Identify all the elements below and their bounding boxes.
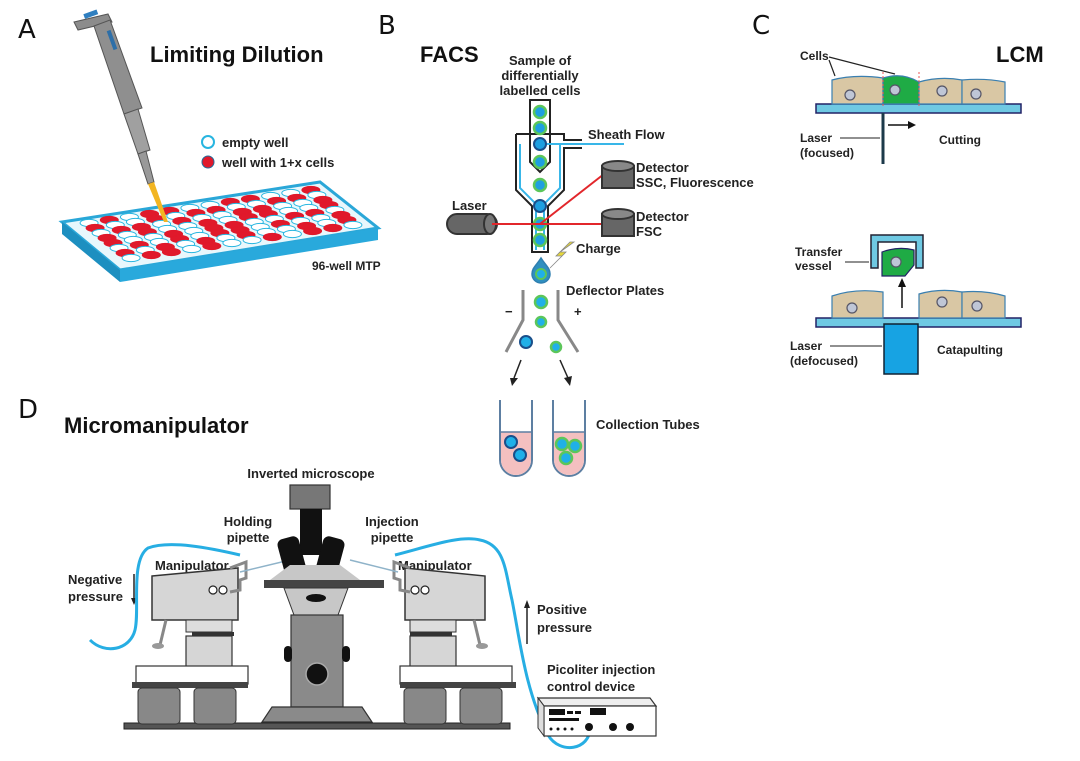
panel-c-title: LCM [996, 42, 1044, 67]
inverted-microscope [260, 484, 384, 723]
cell-green [532, 177, 548, 193]
panel-d-title: Micromanipulator [64, 413, 249, 438]
laser-icon [446, 213, 498, 235]
collection-tube-2 [552, 400, 586, 477]
collection-tubes-label: Collection Tubes [596, 417, 700, 432]
laser-defocused-label-2: (defocused) [790, 354, 858, 368]
deflector-label: Deflector Plates [566, 283, 664, 298]
panel-d: D Micromanipulator Inverted microscope H… [18, 395, 658, 750]
panel-a: A Limiting Dilution empty well well with… [18, 9, 382, 282]
transfer-vessel [870, 234, 924, 269]
legend-filled-well: well with 1+x cells [221, 155, 334, 170]
panel-c: C LCM Cells Laser (focused) Cutting Tran… [752, 11, 1044, 375]
pipette-icon [73, 9, 168, 222]
positive-pressure-label-1: Positive [537, 602, 587, 617]
laser-defocused-label-1: Laser [790, 339, 822, 353]
sample-label-1: Sample of [509, 53, 572, 68]
well-grid [79, 185, 363, 263]
sample-label-2: differentially [501, 68, 579, 83]
minus-plate: − [505, 304, 513, 319]
well-filled [323, 223, 343, 233]
manipulator-right [349, 559, 516, 725]
well-filled [303, 226, 323, 236]
detector-ssc-label-1: Detector [636, 160, 689, 175]
legend: empty well well with 1+x cells [201, 135, 334, 170]
holding-pipette-label-2: pipette [227, 530, 270, 545]
sheath-flow-label: Sheath Flow [588, 127, 665, 142]
sample-label-3: labelled cells [500, 83, 581, 98]
empty-well-icon [201, 135, 215, 149]
panel-letter-d: D [18, 395, 38, 425]
transfer-vessel-label-2: vessel [795, 259, 832, 273]
catapulting-label: Catapulting [937, 343, 1003, 357]
well-empty [282, 229, 302, 239]
panel-letter-c: C [752, 11, 770, 41]
cell-green [532, 232, 548, 248]
injection-pipette-label-2: pipette [371, 530, 414, 545]
detector-fsc-label-1: Detector [636, 209, 689, 224]
device-label-1: Picoliter injection [547, 662, 655, 677]
tubing-positive [394, 537, 592, 750]
panel-b-title: FACS [420, 42, 479, 67]
detector-fsc-icon [601, 208, 635, 237]
injection-pipette-label-1: Injection [365, 514, 419, 529]
well-empty [343, 220, 363, 230]
defocused-laser [883, 323, 919, 375]
cell-blue [533, 137, 547, 151]
plate-label: 96-well MTP [312, 259, 381, 273]
well-empty [121, 253, 141, 263]
collection-tube-1 [499, 400, 533, 477]
transfer-vessel-label-1: Transfer [795, 245, 843, 259]
panel-letter-a: A [18, 15, 36, 45]
holding-pipette-label-1: Holding [224, 514, 272, 529]
detector-ssc-icon [601, 160, 635, 189]
well-filled [262, 232, 282, 242]
cutting-label: Cutting [939, 133, 981, 147]
manipulator-left-label: Manipulator [155, 558, 229, 573]
manipulator-left [132, 559, 291, 725]
filled-well-icon [201, 155, 215, 169]
panel-b: B FACS Sample of differentially labelled… [378, 11, 754, 477]
96-well-plate [58, 180, 382, 282]
charge-icon [549, 241, 576, 269]
well-empty [242, 235, 262, 245]
device-label-2: control device [547, 679, 635, 694]
charge-label: Charge [576, 241, 621, 256]
tubing-negative [88, 543, 241, 651]
flow-cell [515, 99, 582, 253]
injection-control-device [536, 696, 658, 738]
cells-label: Cells [800, 49, 829, 63]
well-empty [222, 238, 242, 248]
laser-focused-label-1: Laser [800, 131, 832, 145]
detector-ssc-label-2: SSC, Fluorescence [636, 175, 754, 190]
plus-plate: + [574, 304, 582, 319]
cell-green [532, 154, 548, 170]
laser-focused-label-2: (focused) [800, 146, 854, 160]
negative-pressure-label-1: Negative [68, 572, 122, 587]
panel-a-title: Limiting Dilution [150, 42, 324, 67]
laser-label: Laser [452, 198, 487, 213]
well-filled [161, 247, 181, 257]
well-filled [202, 241, 222, 251]
well-filled [141, 250, 161, 260]
detector-fsc-label-2: FSC [636, 224, 663, 239]
legend-empty-well: empty well [222, 135, 288, 150]
microscope-label: Inverted microscope [247, 466, 374, 481]
negative-pressure-label-2: pressure [68, 589, 123, 604]
cell-green [532, 120, 548, 136]
cell-green [532, 104, 548, 120]
positive-pressure-label-2: pressure [537, 620, 592, 635]
panel-letter-b: B [378, 11, 396, 41]
cell-blue [533, 199, 547, 213]
well-empty [182, 244, 202, 254]
